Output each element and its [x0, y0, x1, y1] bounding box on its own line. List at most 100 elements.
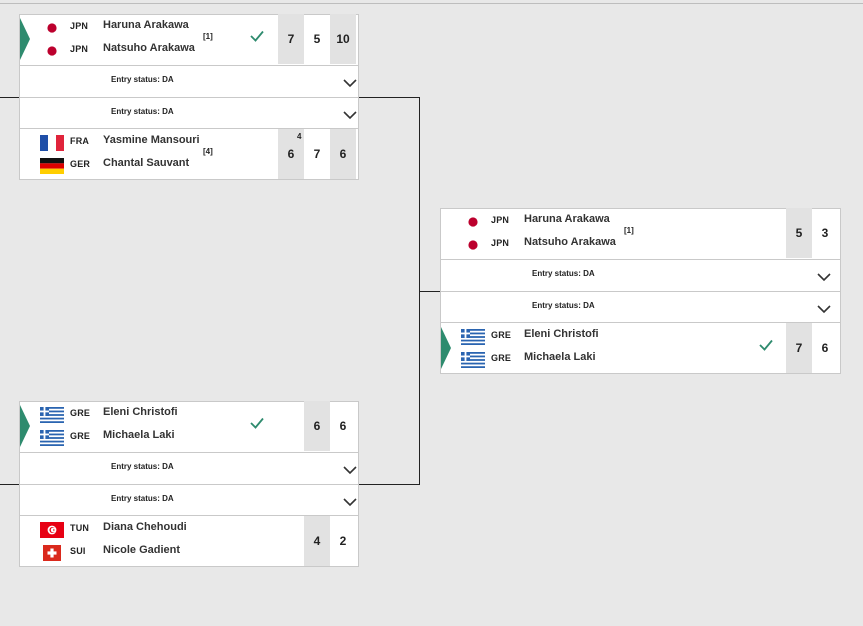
player-row[interactable]: GRE Michaela Laki	[19, 427, 359, 450]
country-code: GER	[70, 159, 91, 169]
country-code: GRE	[491, 330, 512, 340]
player-row[interactable]: JPN Haruna Arakawa	[440, 211, 780, 234]
player-name[interactable]: Michaela Laki	[524, 351, 596, 363]
player-name[interactable]: Diana Chehoudi	[103, 521, 187, 533]
jpn-flag-icon	[40, 20, 64, 36]
player-row[interactable]: TUN Diana Chehoudi	[19, 519, 359, 542]
country-code: GRE	[491, 353, 512, 363]
winner-marker	[441, 327, 451, 369]
set-score: 6	[339, 419, 347, 433]
player-name[interactable]: Nicole Gadient	[103, 544, 181, 556]
player-row[interactable]: FRA Yasmine Mansouri	[19, 132, 359, 155]
tiebreak-score: 4	[297, 132, 302, 141]
entry-status-label: Entry status: DA	[111, 107, 174, 116]
country-code: GRE	[70, 431, 91, 441]
set-score: 4	[304, 516, 330, 566]
entry-status-toggle[interactable]: Entry status: DA	[440, 291, 841, 321]
jpn-flag-icon	[40, 43, 64, 59]
player-row[interactable]: SUI Nicole Gadient	[19, 542, 359, 565]
row-divider	[440, 322, 841, 323]
check-icon	[249, 29, 265, 43]
gre-flag-icon	[461, 329, 485, 345]
set-score: 7	[786, 323, 812, 373]
top-divider	[0, 3, 863, 4]
country-code: JPN	[70, 44, 89, 54]
country-code: TUN	[70, 523, 90, 533]
player-name[interactable]: Yasmine Mansouri	[103, 134, 200, 146]
entry-status-label: Entry status: DA	[111, 75, 174, 84]
chevron-down-icon[interactable]	[343, 462, 357, 475]
entry-status-toggle[interactable]: Entry status: DA	[19, 65, 359, 95]
check-icon	[758, 338, 774, 352]
bracket-connector	[419, 291, 441, 292]
set-score: 6	[821, 341, 829, 355]
player-name[interactable]: Michaela Laki	[103, 429, 175, 441]
winner-marker	[20, 405, 30, 447]
winner-marker	[20, 18, 30, 60]
seed-label: [4]	[203, 147, 213, 156]
check-icon	[249, 416, 265, 430]
player-name[interactable]: Natsuho Arakawa	[103, 42, 195, 54]
tun-flag-icon	[40, 522, 64, 538]
entry-status-toggle[interactable]: Entry status: DA	[440, 259, 841, 289]
entry-status-label: Entry status: DA	[532, 269, 595, 278]
player-name[interactable]: Eleni Christofi	[524, 328, 599, 340]
ger-flag-icon	[40, 158, 64, 174]
sui-flag-icon	[40, 545, 64, 561]
jpn-flag-icon	[461, 237, 485, 253]
gre-flag-icon	[461, 352, 485, 368]
set-score: 6	[278, 129, 304, 179]
country-code: GRE	[70, 408, 91, 418]
country-code: JPN	[491, 238, 510, 248]
chevron-down-icon[interactable]	[343, 107, 357, 120]
entry-status-label: Entry status: DA	[111, 462, 174, 471]
chevron-down-icon[interactable]	[817, 269, 831, 282]
gre-flag-icon	[40, 407, 64, 423]
bracket-arrow-tip	[358, 14, 389, 180]
entry-status-toggle[interactable]: Entry status: DA	[19, 484, 359, 514]
chevron-down-icon[interactable]	[343, 75, 357, 88]
set-score: 5	[313, 32, 321, 46]
player-name[interactable]: Eleni Christofi	[103, 406, 178, 418]
chevron-down-icon[interactable]	[817, 301, 831, 314]
country-code: SUI	[70, 546, 86, 556]
entry-status-label: Entry status: DA	[111, 494, 174, 503]
entry-status-toggle[interactable]: Entry status: DA	[19, 452, 359, 482]
seed-label: [1]	[624, 226, 634, 235]
set-score: 7	[278, 14, 304, 64]
set-score: 3	[821, 226, 829, 240]
fra-flag-icon	[40, 135, 64, 151]
player-row[interactable]: GRE Eleni Christofi	[440, 326, 780, 349]
country-code: JPN	[70, 21, 89, 31]
player-name[interactable]: Haruna Arakawa	[524, 213, 610, 225]
player-row[interactable]: GER Chantal Sauvant	[19, 155, 359, 178]
set-score: 6	[304, 401, 330, 451]
player-row[interactable]: GRE Eleni Christofi	[19, 404, 359, 427]
player-row[interactable]: JPN Haruna Arakawa	[19, 17, 359, 40]
player-row[interactable]: GRE Michaela Laki	[440, 349, 780, 372]
player-row[interactable]: JPN Natsuho Arakawa	[440, 234, 780, 257]
chevron-down-icon[interactable]	[343, 494, 357, 507]
gre-flag-icon	[40, 430, 64, 446]
player-name[interactable]: Chantal Sauvant	[103, 157, 190, 169]
country-code: FRA	[70, 136, 90, 146]
player-name[interactable]: Natsuho Arakawa	[524, 236, 616, 248]
bracket-arrow-tip	[358, 401, 389, 567]
set-score: 6	[330, 129, 356, 179]
player-row[interactable]: JPN Natsuho Arakawa	[19, 40, 359, 63]
player-name[interactable]: Haruna Arakawa	[103, 19, 189, 31]
entry-status-toggle[interactable]: Entry status: DA	[19, 97, 359, 127]
country-code: JPN	[491, 215, 510, 225]
set-score: 10	[330, 14, 356, 64]
set-score: 5	[786, 208, 812, 258]
row-divider	[19, 128, 359, 129]
